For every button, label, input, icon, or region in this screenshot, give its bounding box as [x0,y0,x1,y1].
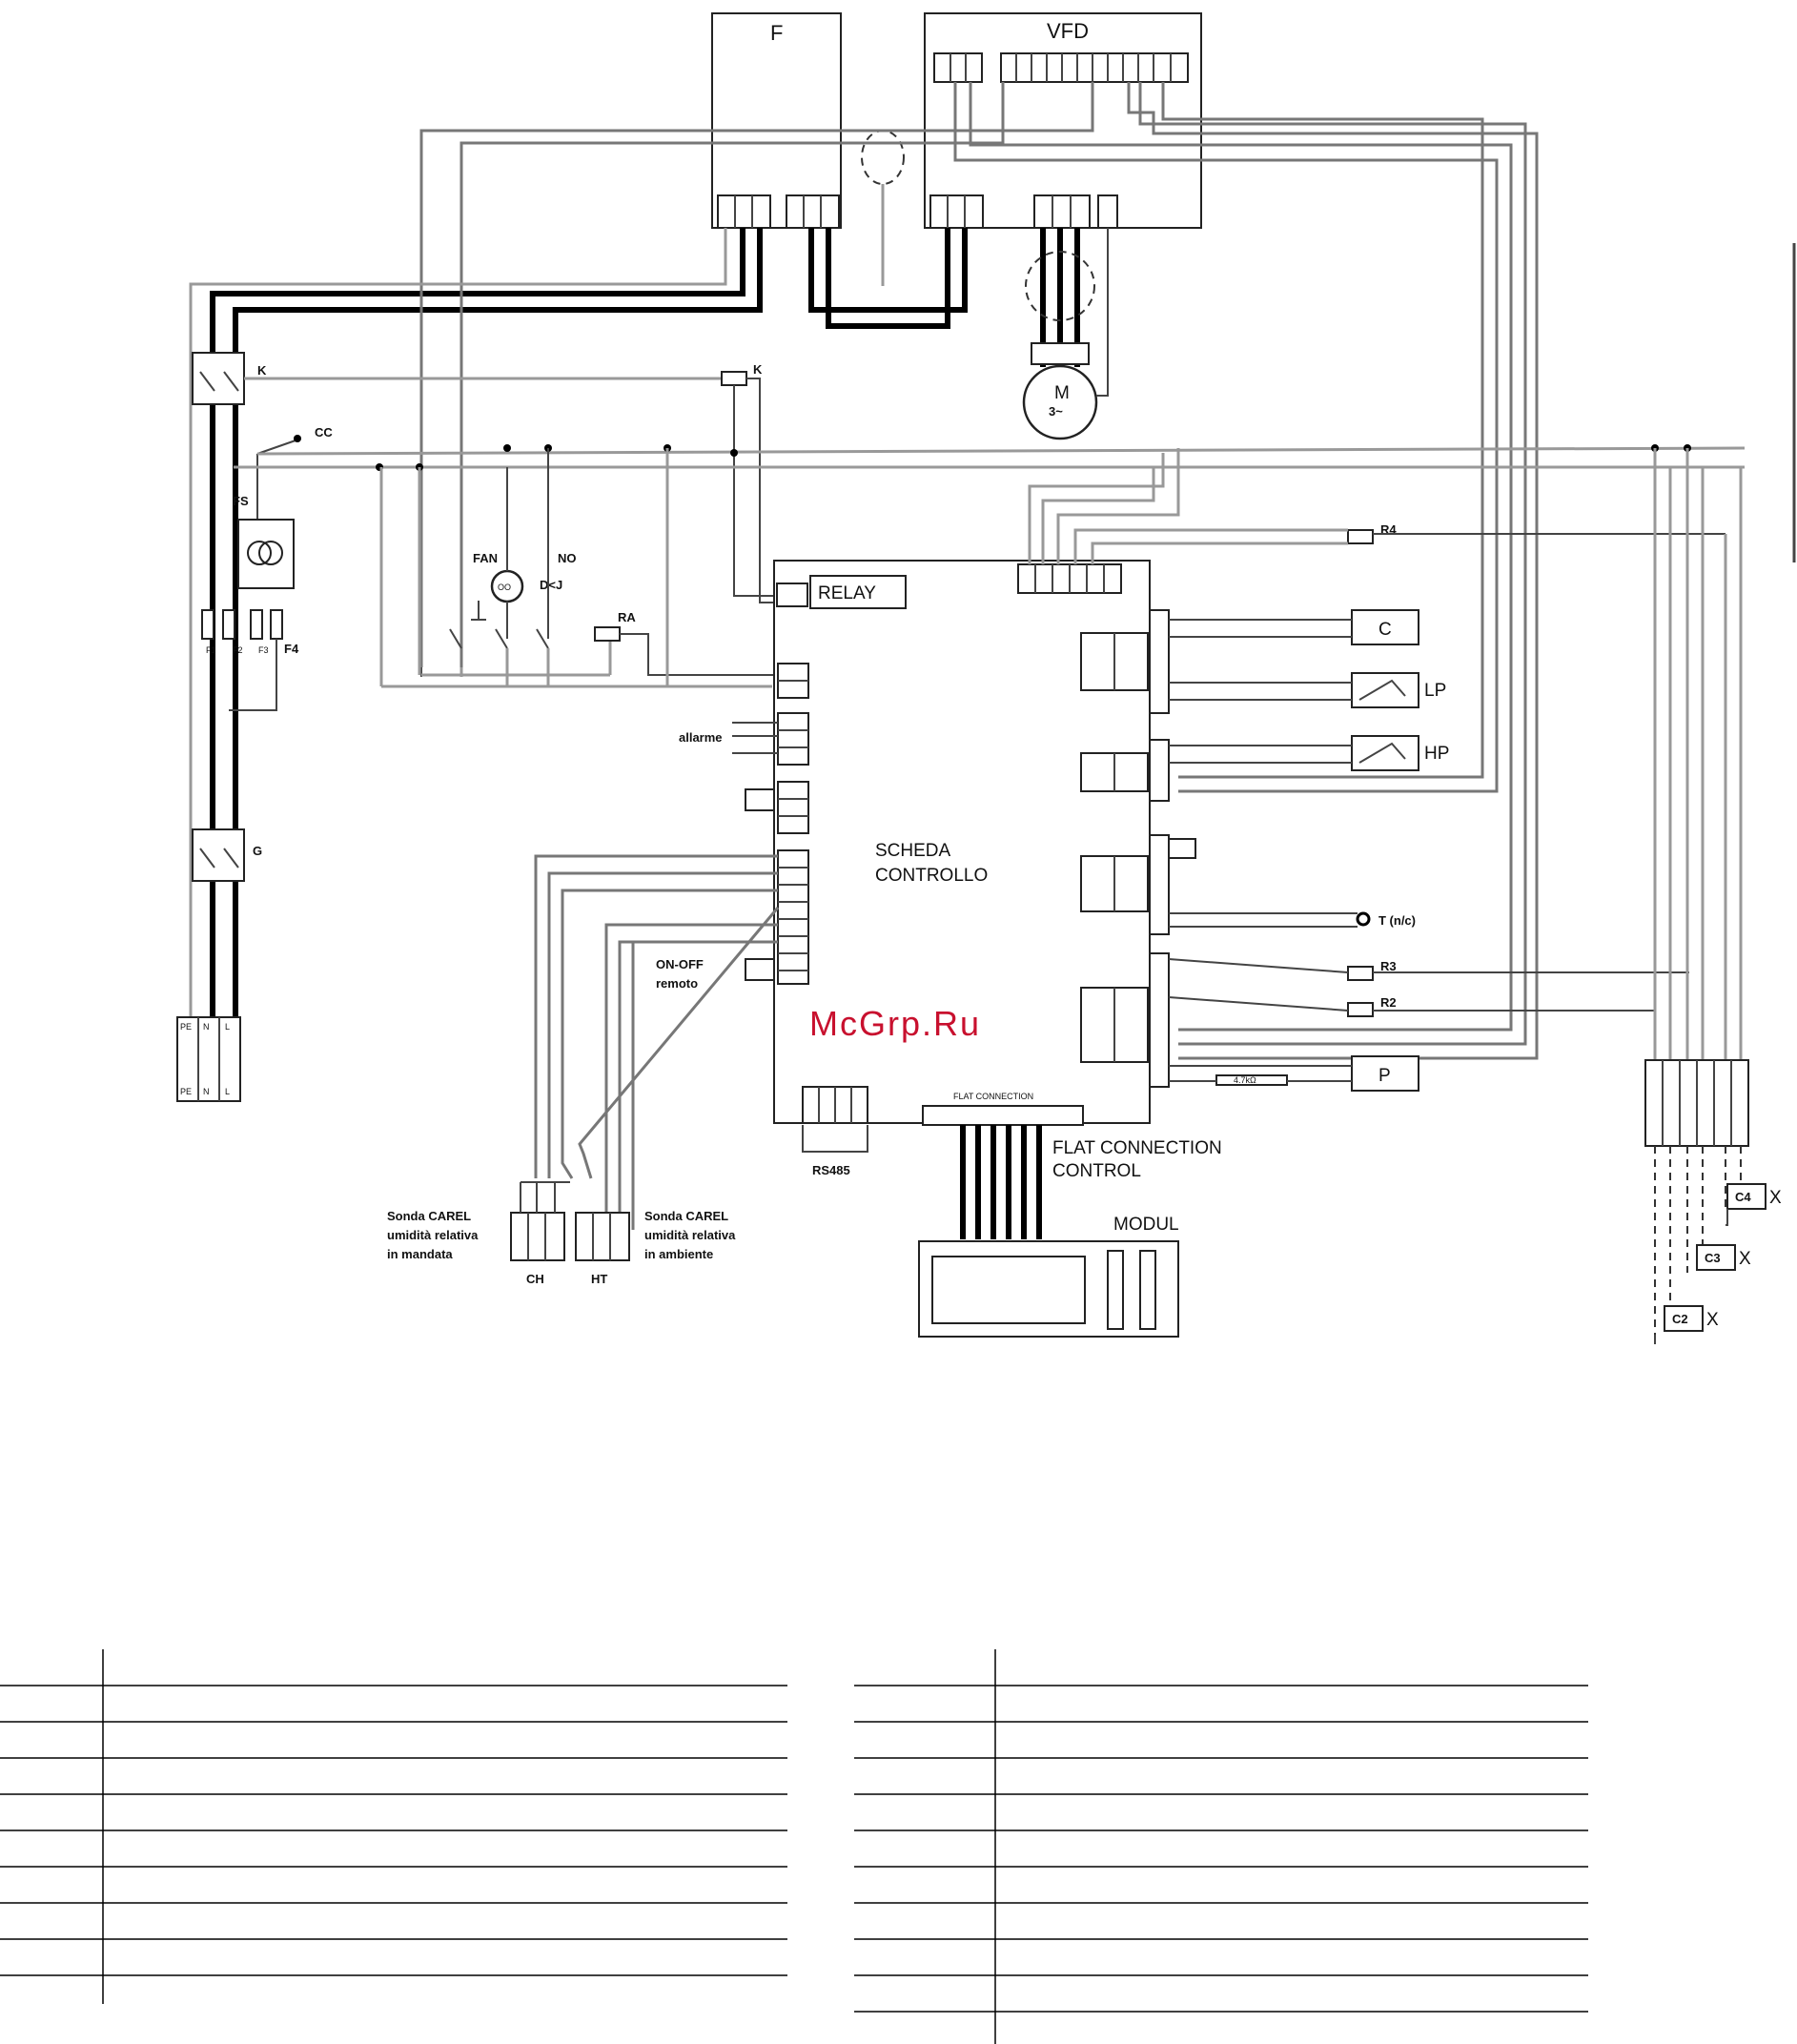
label-allarme: allarme [679,730,723,745]
flat-cable: FLAT CONNECTION CONTROL [960,1125,1222,1239]
remote-contacts: C4 X C3 X C2 X [1654,1183,1782,1344]
control-board: SCHEDA CONTROLLO RELAY [773,560,1170,1177]
motor: M 3~ [1022,342,1098,440]
label-vfd: VFD [1047,19,1089,43]
sensor-descriptions: Sonda CAREL umidità relativa in mandata … [387,1209,736,1261]
right-terminal-block [1644,448,1749,1335]
svg-text:in mandata: in mandata [387,1247,453,1261]
svg-text:umidità relativa: umidità relativa [387,1228,479,1242]
label-ra: RA [618,610,636,624]
watermark: McGrp.Ru [809,1004,981,1043]
right-components: R4 C LP HP T (n/c) R3 [1028,448,1726,1092]
label-cc: CC [315,425,333,439]
svg-text:Sonda CAREL: Sonda CAREL [387,1209,471,1223]
shield-symbol [861,130,905,185]
label-r2: R2 [1380,995,1397,1010]
label-k-coil: K [753,362,763,377]
label-f: F [770,21,783,45]
label-g: G [253,844,262,858]
contactor-k: K [192,352,721,405]
label-c3: C3 [1705,1251,1721,1265]
svg-text:umidità relativa: umidità relativa [644,1228,736,1242]
label-f1: F1 [206,645,216,655]
svg-text:PE: PE [180,1087,192,1096]
label-c4: C4 [1735,1190,1751,1204]
svg-text:OO: OO [498,583,511,592]
svg-text:D<J: D<J [540,578,562,592]
board-left-labels: allarme ON-OFF remoto [656,722,778,991]
motor-sub: 3~ [1049,404,1063,419]
svg-text:PE: PE [180,1022,192,1032]
coil-k: K [721,362,774,603]
label-f3: F3 [258,645,269,655]
relay-label: RELAY [818,583,876,603]
motor-label: M [1054,383,1070,403]
label-on-off: ON-OFF [656,957,704,971]
label-c: C [1378,620,1392,640]
motor-shield [1025,251,1095,321]
fuses: F1 F2 F3 F4 [201,609,299,711]
resistor-label: 4.7kΩ [1234,1075,1256,1085]
label-k: K [257,363,267,378]
rs485-label: RS485 [812,1163,850,1177]
label-fs: FS [233,494,249,508]
coil-ra: RA [594,448,774,686]
sensor-ht: HT [575,1212,630,1286]
flat-label-2: CONTROL [1052,1161,1141,1181]
flat-small-label: FLAT CONNECTION [953,1092,1033,1101]
label-t: T (n/c) [1378,913,1416,928]
supply-terminals: PE N L PE N L [176,1016,241,1102]
mark-c3: X [1739,1249,1751,1269]
legend-tables [0,1649,1588,2044]
board-label-2: CONTROLLO [875,866,988,886]
ra-contacts [379,467,772,688]
svg-text:N: N [203,1022,210,1032]
contact-cc: CC [256,425,333,520]
no-contact: NO D<J [540,448,577,639]
board-label-1: SCHEDA [875,841,951,861]
label-remoto: remoto [656,976,698,991]
svg-text:L: L [225,1087,230,1096]
label-lp: LP [1424,681,1446,701]
label-no: NO [558,551,577,565]
mark-c4: X [1769,1188,1782,1208]
label-f4: F4 [284,642,299,656]
svg-text:in ambiente: in ambiente [644,1247,713,1261]
sensor-ch: CH [510,1181,570,1286]
svg-text:Sonda CAREL: Sonda CAREL [644,1209,728,1223]
mark-c2: X [1706,1310,1719,1330]
svg-text:L: L [225,1022,230,1032]
ch-label: CH [526,1272,544,1286]
fan-symbol: OO FAN [471,467,524,639]
flat-label-1: FLAT CONNECTION [1052,1138,1222,1158]
component-vfd: VFD [924,12,1202,229]
label-r3: R3 [1380,959,1397,973]
label-c2: C2 [1672,1312,1688,1326]
label-fan: FAN [473,551,498,565]
label-p: P [1378,1066,1391,1086]
contactor-g: G [192,828,262,882]
label-f2: F2 [233,645,243,655]
ht-label: HT [591,1272,607,1286]
module-label: MODUL [1113,1215,1179,1235]
sensor-wiring [534,854,780,1230]
svg-text:N: N [203,1087,210,1096]
transformer-fs: FS [233,494,295,589]
component-f: F [711,12,842,229]
label-hp: HP [1424,744,1449,764]
control-wiring [189,82,1539,1101]
module: MODUL [918,1215,1179,1338]
